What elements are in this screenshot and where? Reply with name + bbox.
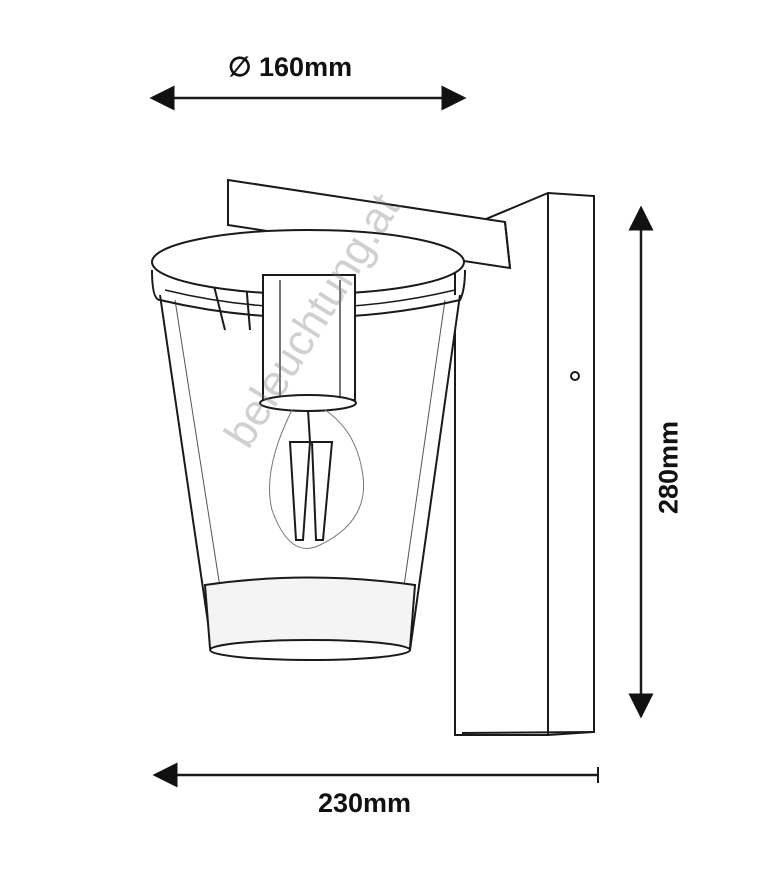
height-label: 280mm [653,420,684,515]
lamp-bottom-ring [203,576,417,661]
diameter-label: ∅ 160mm [228,52,353,82]
wall-plate [454,191,595,736]
depth-label: 230mm [318,788,412,818]
bulb-socket [259,274,357,412]
bulb [269,409,365,549]
